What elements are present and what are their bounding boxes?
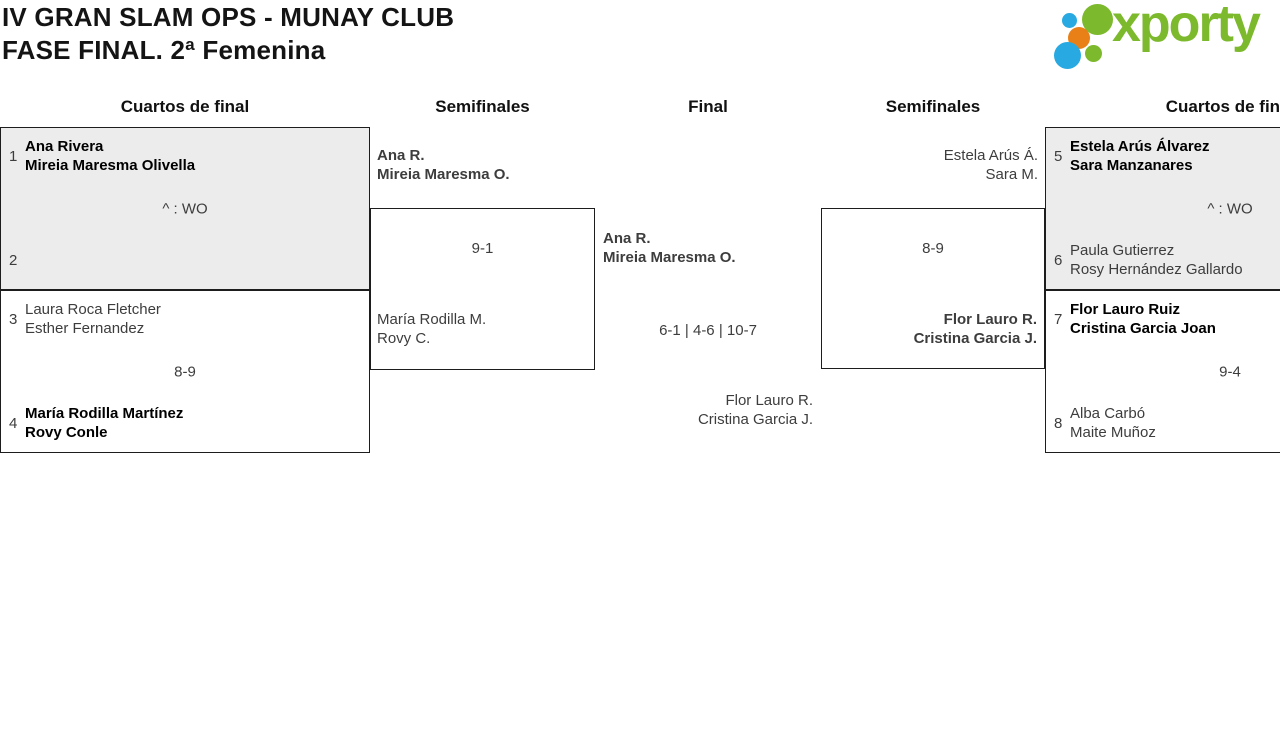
team-name: Estela Arús Álvarez Sara Manzanares [1070, 137, 1210, 175]
player-name: Cristina Garcia J. [697, 411, 813, 428]
player-name: Alba Carbó [1070, 405, 1146, 422]
round-header-quarterfinals-right: Cuartos de final [1165, 97, 1280, 116]
round-header-semifinals-left: Semifinales [435, 97, 530, 116]
round-header-final: Final [688, 97, 728, 116]
team-name: Paula Gutierrez Rosy Hernández Gallardo [1070, 241, 1243, 279]
player-name: Paula Gutierrez [1070, 242, 1175, 259]
team-name: Ana Rivera Mireia Maresma Olivella [25, 137, 195, 175]
tournament-name: IV GRAN SLAM OPS - MUNAY CLUB [2, 2, 455, 32]
phase-category: FASE FINAL. 2ª Femenina [2, 35, 326, 65]
team-name: Laura Roca Fletcher Esther Fernandez [25, 300, 161, 338]
team-name: María Rodilla Martínez Rovy Conle [25, 404, 183, 442]
match-score: ^ : WO [162, 200, 208, 217]
page-title: IV GRAN SLAM OPS - MUNAY CLUB FASE FINAL… [2, 1, 454, 67]
player-name: Flor Lauro R. [943, 311, 1037, 328]
player-name: Flor Lauro Ruiz [1070, 301, 1180, 318]
team-row: 5 Estela Arús Álvarez Sara Manzanares [1054, 136, 1280, 176]
player-name: Estela Arús Á. [943, 147, 1038, 164]
team-row: 8 Alba Carbó Maite Muñoz [1054, 403, 1280, 443]
team-name: Alba Carbó Maite Muñoz [1070, 404, 1156, 442]
final-winner: Ana R. Mireia Maresma O. [603, 229, 736, 267]
player-name: Ana R. [377, 147, 425, 164]
team-row: 7 Flor Lauro Ruiz Cristina Garcia Joan [1054, 299, 1280, 339]
logo-wordmark: xporty [1112, 0, 1261, 53]
match-sf-right [821, 208, 1045, 369]
match-score: ^ : WO [1207, 200, 1253, 217]
match-sf-left [370, 208, 595, 370]
final-runner-up: Flor Lauro R. Cristina Garcia J. [595, 391, 813, 429]
match-qf-right-2: 7 Flor Lauro Ruiz Cristina Garcia Joan 9… [1045, 290, 1280, 453]
player-name: Ana Rivera [25, 138, 104, 155]
player-name: Mireia Maresma O. [603, 249, 736, 266]
player-name: Estela Arús Álvarez [1070, 138, 1210, 155]
logo-dot-icon [1054, 42, 1081, 69]
player-name: Sara M. [985, 166, 1038, 183]
player-name: Ana R. [603, 230, 651, 247]
match-qf-left-1: 1 Ana Rivera Mireia Maresma Olivella ^ :… [0, 127, 370, 290]
xporty-logo[interactable]: xporty [1048, 0, 1280, 80]
sf-right-loser: Estela Arús Á. Sara M. [821, 146, 1038, 184]
player-name: Cristina Garcia Joan [1070, 320, 1216, 337]
logo-dot-icon [1062, 13, 1077, 28]
player-name: Mireia Maresma Olivella [25, 157, 196, 174]
round-header-quarterfinals-left: Cuartos de final [120, 97, 250, 116]
seed-number: 3 [9, 310, 18, 328]
seed-number: 2 [9, 251, 18, 269]
match-qf-left-2: 3 Laura Roca Fletcher Esther Fernandez 8… [0, 290, 370, 453]
seed-number: 6 [1054, 251, 1063, 269]
seed-number: 7 [1054, 310, 1063, 328]
match-qf-right-1: 5 Estela Arús Álvarez Sara Manzanares ^ … [1045, 127, 1280, 290]
seed-number: 8 [1054, 414, 1063, 432]
player-name: María Rodilla M. [377, 311, 487, 328]
player-name: Cristina Garcia J. [913, 330, 1037, 347]
player-name: Rovy Conle [25, 424, 108, 441]
team-row: 3 Laura Roca Fletcher Esther Fernandez [9, 299, 359, 339]
match-score: 9-4 [1219, 363, 1241, 380]
team-row: 1 Ana Rivera Mireia Maresma Olivella [9, 136, 359, 176]
team-row: 4 María Rodilla Martínez Rovy Conle [9, 403, 359, 443]
player-name: Esther Fernandez [25, 320, 145, 337]
player-name: María Rodilla Martínez [25, 405, 184, 422]
seed-number: 1 [9, 147, 18, 165]
match-score: 8-9 [922, 240, 944, 257]
seed-number: 5 [1054, 147, 1063, 165]
player-name: Laura Roca Fletcher [25, 301, 161, 318]
player-name: Maite Muñoz [1070, 424, 1156, 441]
team-name: Flor Lauro Ruiz Cristina Garcia Joan [1070, 300, 1216, 338]
match-score: 9-1 [471, 240, 494, 257]
player-name: Rovy C. [377, 330, 431, 347]
team-row: 6 Paula Gutierrez Rosy Hernández Gallard… [1054, 240, 1280, 280]
sf-left-winner: Ana R. Mireia Maresma O. [377, 146, 510, 184]
team-row: 2 [9, 240, 359, 280]
final-score: 6-1 | 4-6 | 10-7 [659, 322, 757, 339]
player-name: Sara Manzanares [1070, 157, 1193, 174]
match-score: 8-9 [174, 363, 196, 380]
seed-number: 4 [9, 414, 18, 432]
logo-dot-icon [1085, 45, 1102, 62]
sf-left-loser: María Rodilla M. Rovy C. [377, 310, 486, 348]
sf-right-winner: Flor Lauro R. Cristina Garcia J. [821, 310, 1037, 348]
round-header-semifinals-right: Semifinales [885, 97, 981, 116]
player-name: Mireia Maresma O. [377, 166, 510, 183]
player-name: Rosy Hernández Gallardo [1070, 261, 1243, 278]
player-name: Flor Lauro R. [725, 392, 813, 409]
